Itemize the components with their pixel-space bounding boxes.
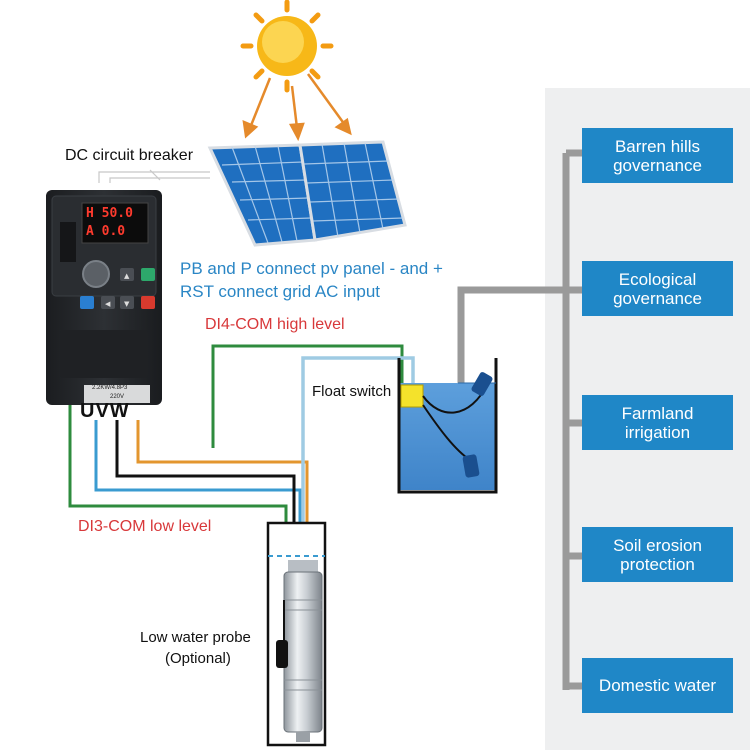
sunlight-arrows (242, 73, 352, 142)
application-label: Ecological (618, 269, 697, 289)
application-label: Barren hills (614, 136, 701, 156)
wire-float-switch (301, 356, 415, 560)
application-label: protection (620, 554, 695, 574)
water-tank (397, 358, 498, 494)
low-water-probe (276, 600, 288, 668)
inverter-display (81, 202, 149, 244)
dc-breaker-wires (98, 169, 210, 183)
svg-text:◀: ◀ (105, 300, 111, 308)
solar-pump-inverter: ▲ ◀ ▼ (46, 190, 162, 405)
rating-line-2: 220V (110, 394, 125, 400)
di3-low-level-label: DI3-COM low level (78, 518, 212, 535)
stop-key[interactable] (141, 296, 155, 309)
display-row-2: A 0.0 (86, 224, 126, 239)
application-label: Farmland (621, 403, 694, 423)
wire-black (115, 420, 296, 560)
rating-line-1: 2.2KW/4.8P3 (92, 385, 128, 391)
uvw-terminal-label: UVW (80, 400, 130, 422)
application-label: governance (613, 155, 702, 175)
display-row-1: H 50.0 (86, 206, 133, 221)
application-barren-hills: Barren hills governance (582, 128, 733, 183)
low-water-probe-optional-label: (Optional) (165, 650, 231, 667)
application-farmland: Farmland irrigation (582, 395, 733, 450)
sun-icon (240, 0, 334, 93)
application-label: Domestic water (598, 676, 717, 695)
low-water-probe-label: Low water probe (140, 629, 251, 646)
pv-connection-label-1: PB and P connect pv panel - and + (180, 259, 443, 278)
application-label: governance (613, 288, 702, 308)
wire-orange (136, 420, 309, 560)
water-distribution-pipes (457, 149, 584, 690)
application-ecological: Ecological governance (582, 261, 733, 316)
application-label: Soil erosion (613, 535, 702, 555)
pv-connection-label-2: RST connect grid AC input (180, 282, 381, 301)
down-key[interactable] (120, 296, 134, 309)
di4-high-level-label: DI4-COM high level (205, 316, 345, 333)
svg-text:▲: ▲ (124, 272, 130, 280)
up-key[interactable] (120, 268, 134, 281)
svg-text:▼: ▼ (124, 300, 130, 308)
application-soil-erosion: Soil erosion protection (582, 527, 733, 582)
application-label: irrigation (624, 422, 691, 442)
left-key[interactable] (101, 296, 115, 309)
solar-panel-left (207, 143, 317, 247)
inverter-knob[interactable] (82, 260, 110, 288)
application-domestic-water: Domestic water (582, 658, 733, 713)
run-key[interactable] (141, 268, 155, 281)
dc-circuit-breaker-label: DC circuit breaker (65, 147, 194, 164)
float-switch-icon (400, 384, 424, 408)
solar-panel-right (298, 140, 407, 242)
wire-green (211, 344, 404, 448)
submersible-pump (283, 560, 323, 742)
prg-key[interactable] (80, 296, 94, 309)
float-switch-label: Float switch (312, 383, 392, 400)
